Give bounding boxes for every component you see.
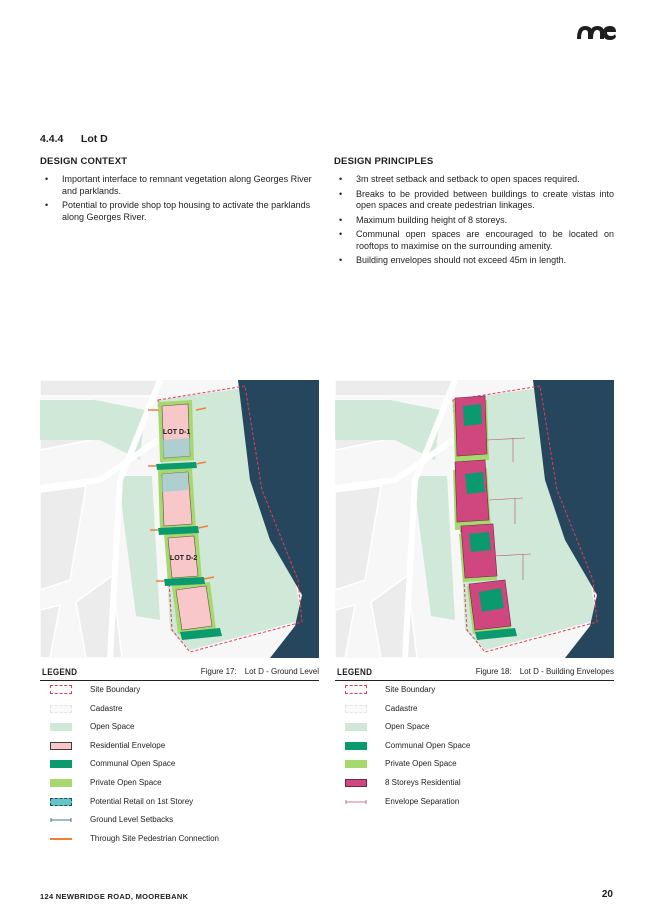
cadastre-swatch	[345, 704, 367, 713]
list-item: Potential to provide shop top housing to…	[40, 200, 325, 223]
lot-d2-label: LOT D-2	[170, 555, 197, 562]
building-envelopes-map-graphic	[335, 380, 614, 658]
list-item: Building envelopes should not exceed 45m…	[334, 255, 614, 267]
list-item: Maximum building height of 8 storeys.	[334, 215, 614, 227]
section-number: 4.4.4	[40, 133, 64, 145]
section-title: Lot D	[80, 133, 108, 145]
figure-number: Figure 17:	[200, 667, 237, 676]
legend-item-private-open-space: Private Open Space	[40, 777, 319, 796]
potential-retail-swatch	[50, 797, 72, 806]
legend-label: Cadastre	[90, 703, 123, 713]
figure18-legend-bar: LEGEND Figure 18: Lot D - Building Envelo…	[335, 667, 614, 681]
section-heading: 4.4.4 Lot D	[40, 133, 108, 145]
design-context-heading: DESIGN CONTEXT	[40, 156, 128, 167]
figure-title: Lot D - Ground Level	[244, 667, 319, 676]
company-logo	[577, 26, 616, 40]
figure17-caption: Figure 17: Lot D - Ground Level	[201, 667, 319, 676]
communal-open-space-swatch	[345, 741, 367, 750]
list-item: Important interface to remnant vegetatio…	[40, 174, 325, 197]
design-context-list: Important interface to remnant vegetatio…	[40, 174, 325, 223]
legend-label: 8 Storeys Residential	[385, 777, 461, 787]
legend-label: Open Space	[385, 722, 430, 732]
legend-item-site-boundary: Site Boundary	[335, 684, 614, 703]
legend-item-communal-open-space: Communal Open Space	[335, 740, 614, 759]
legend-label: Site Boundary	[385, 685, 436, 694]
design-principles-list: 3m street setback and setback to open sp…	[334, 174, 614, 267]
figure17-legend: Site Boundary Cadastre Open Space Reside…	[40, 684, 319, 851]
separation-line-icon	[345, 798, 367, 806]
design-principles-heading: DESIGN PRINCIPLES	[334, 156, 434, 167]
legend-label: Potential Retail on 1st Storey	[90, 796, 194, 806]
private-open-space-swatch	[50, 778, 72, 787]
pedestrian-line-icon	[50, 835, 72, 843]
lot-d1-label: LOT D-1	[163, 429, 190, 436]
legend-label: Residential Envelope	[90, 740, 166, 750]
setback-line-icon	[50, 816, 72, 824]
legend-label: Ground Level Setbacks	[90, 815, 174, 825]
communal-open-space-swatch	[50, 760, 72, 769]
figure18-legend: Site Boundary Cadastre Open Space Commun…	[335, 684, 614, 814]
legend-label: Private Open Space	[90, 777, 162, 787]
legend-item-communal-open-space: Communal Open Space	[40, 758, 319, 777]
site-boundary-swatch	[50, 685, 72, 694]
legend-item-potential-retail: Potential Retail on 1st Storey	[40, 796, 319, 815]
legend-label: Site Boundary	[90, 685, 141, 694]
legend-item-private-open-space: Private Open Space	[335, 758, 614, 777]
legend-item-site-boundary: Site Boundary	[40, 684, 319, 703]
open-space-swatch	[345, 723, 367, 732]
building-envelopes-map	[335, 380, 614, 658]
design-context: DESIGN CONTEXT Important interface to re…	[40, 156, 325, 226]
figure-title: Lot D - Building Envelopes	[519, 667, 614, 676]
open-space-swatch	[50, 723, 72, 732]
ground-level-map: LOT D-1 LOT D-2	[40, 380, 319, 658]
legend-title: LEGEND	[337, 667, 373, 678]
storeys-residential-swatch	[345, 778, 367, 787]
legend-label: Communal Open Space	[90, 759, 176, 769]
footer-address: 124 NEWBRIDGE ROAD, MOOREBANK	[40, 892, 189, 901]
residential-envelope-swatch	[50, 741, 72, 750]
legend-item-cadastre: Cadastre	[40, 703, 319, 722]
legend-title: LEGEND	[42, 667, 78, 678]
list-item: 3m street setback and setback to open sp…	[334, 174, 614, 186]
legend-label: Open Space	[90, 722, 135, 732]
legend-item-8-storeys-residential: 8 Storeys Residential	[335, 777, 614, 796]
legend-label: Communal Open Space	[385, 740, 471, 750]
page-number: 20	[601, 889, 613, 900]
figure-number: Figure 18:	[475, 667, 512, 676]
legend-label: Private Open Space	[385, 759, 457, 769]
figure17-legend-bar: LEGEND Figure 17: Lot D - Ground Level	[40, 667, 319, 681]
list-item: Breaks to be provided between buildings …	[334, 189, 614, 212]
private-open-space-swatch	[345, 760, 367, 769]
legend-item-cadastre: Cadastre	[335, 703, 614, 722]
legend-label: Envelope Separation	[385, 796, 460, 806]
site-boundary-swatch	[345, 685, 367, 694]
legend-item-pedestrian-connection: Through Site Pedestrian Connection	[40, 833, 319, 852]
design-principles: DESIGN PRINCIPLES 3m street setback and …	[334, 156, 614, 270]
legend-item-envelope-separation: Envelope Separation	[335, 796, 614, 815]
legend-item-residential-envelope: Residential Envelope	[40, 740, 319, 759]
cadastre-swatch	[50, 704, 72, 713]
legend-item-open-space: Open Space	[335, 721, 614, 740]
list-item: Communal open spaces are encouraged to b…	[334, 229, 614, 252]
legend-item-open-space: Open Space	[40, 721, 319, 740]
legend-item-ground-level-setbacks: Ground Level Setbacks	[40, 814, 319, 833]
figure18-caption: Figure 18: Lot D - Building Envelopes	[476, 667, 614, 676]
ground-level-map-graphic: LOT D-1 LOT D-2	[40, 380, 319, 658]
legend-label: Through Site Pedestrian Connection	[90, 833, 219, 843]
legend-label: Cadastre	[385, 703, 418, 713]
